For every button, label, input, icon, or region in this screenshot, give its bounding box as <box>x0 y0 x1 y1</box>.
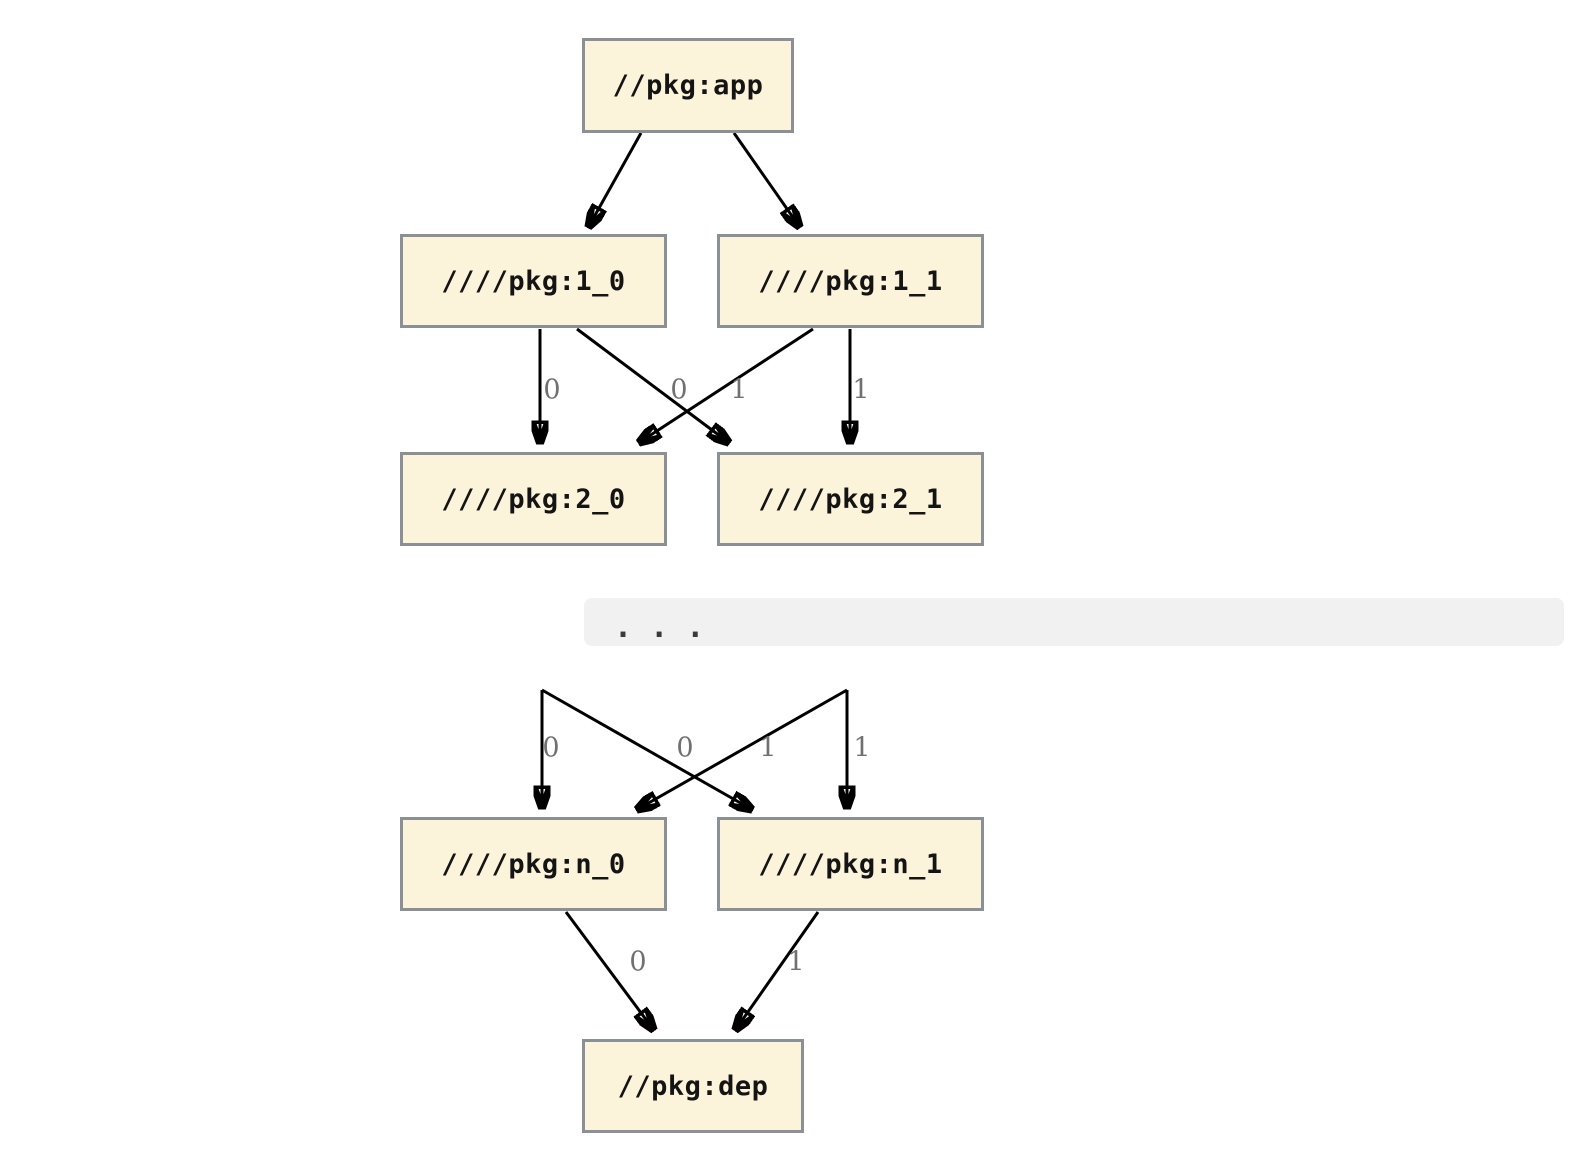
node-label: ////pkg:2_0 <box>441 483 626 515</box>
edge-ellipsis-to-n_1-cross <box>541 688 751 809</box>
ellipsis-dots: . . . <box>614 609 705 645</box>
continuation-bar: . . . <box>584 598 1564 646</box>
edge-label-1_1-2_0: 0 <box>670 374 688 406</box>
node-label: ////pkg:n_0 <box>441 848 626 880</box>
node-label: ////pkg:2_1 <box>758 483 943 515</box>
node-label: ////pkg:1_0 <box>441 265 626 297</box>
node-pkg-2_0: ////pkg:2_0 <box>400 452 667 546</box>
edge-label-ellipsis-n_1-straight: 1 <box>853 732 871 764</box>
node-label: ////pkg:n_1 <box>758 848 943 880</box>
node-pkg-2_1: ////pkg:2_1 <box>717 452 984 546</box>
edge-label-n_1-dep: 1 <box>787 946 805 978</box>
edge-label-ellipsis-n_0-straight: 0 <box>542 732 560 764</box>
node-label: //pkg:dep <box>617 1070 769 1102</box>
edge-1_0-to-2_1 <box>576 327 728 442</box>
edge-n_1-to-dep <box>736 911 820 1029</box>
node-pkg-1_1: ////pkg:1_1 <box>717 234 984 328</box>
edge-label-ellipsis-n_1-cross: 1 <box>759 732 777 764</box>
edge-app-to-1_0 <box>589 132 643 226</box>
node-pkg-n_1: ////pkg:n_1 <box>717 817 984 911</box>
edge-label-ellipsis-n_0-cross: 0 <box>676 732 694 764</box>
edge-n_0-to-dep <box>564 911 653 1029</box>
node-pkg-1_0: ////pkg:1_0 <box>400 234 667 328</box>
node-pkg-n_0: ////pkg:n_0 <box>400 817 667 911</box>
edge-label-1_0-2_1: 1 <box>730 374 748 406</box>
node-label: ////pkg:1_1 <box>758 265 943 297</box>
node-pkg-app: //pkg:app <box>582 38 794 133</box>
node-pkg-dep: //pkg:dep <box>582 1039 804 1133</box>
node-label: //pkg:app <box>612 70 764 101</box>
edge-label-n_0-dep: 0 <box>629 946 647 978</box>
edge-label-1_1-2_1: 1 <box>852 374 870 406</box>
edge-1_1-to-2_0 <box>640 327 814 442</box>
edge-label-1_0-2_0: 0 <box>543 374 561 406</box>
edge-app-to-1_1 <box>732 132 799 226</box>
edge-ellipsis-to-n_0-cross <box>638 688 848 809</box>
